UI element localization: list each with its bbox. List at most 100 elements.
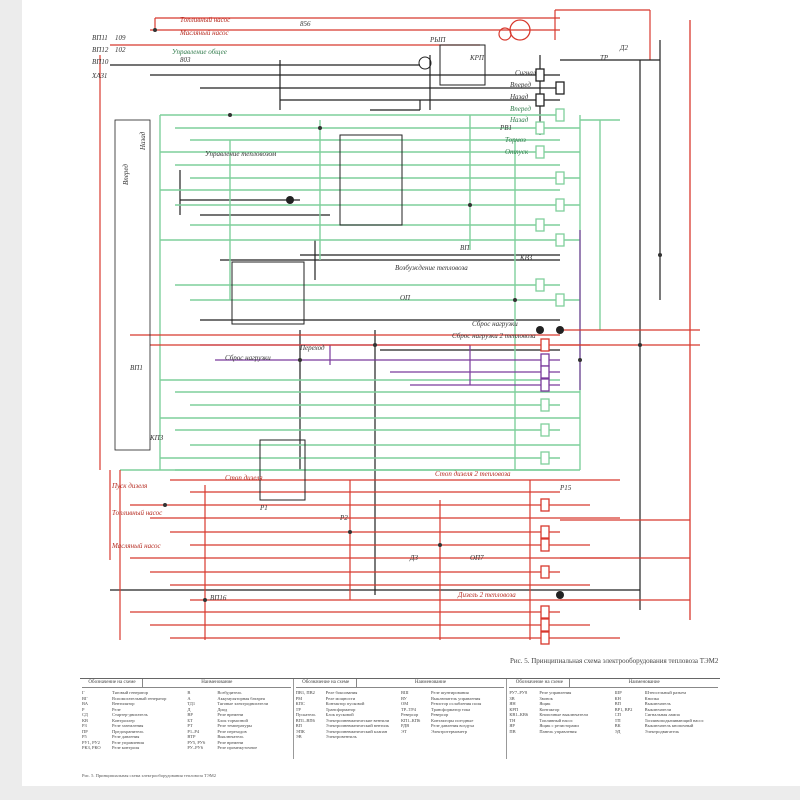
legend-key: РМ: [295, 695, 303, 701]
legend-key: ВР1, ВР2: [614, 706, 633, 712]
wire-number: ТР: [600, 54, 609, 62]
legend-value: Кнопка: [644, 695, 659, 701]
wire-number: ВП: [460, 244, 470, 252]
wire-number: Д2: [619, 44, 628, 52]
lamp-icon: [556, 326, 564, 334]
legend-key: ЯР: [509, 723, 515, 728]
legend-value: Реле давления: [112, 734, 140, 739]
label-reverse-1: Назад: [509, 93, 529, 101]
legend-value: Блок тормозной: [217, 717, 248, 723]
generator-icon: [418, 56, 432, 70]
legend-key: РДВ: [401, 723, 410, 728]
relay-panel: [439, 44, 486, 86]
legend-value: Контактор: [539, 706, 560, 712]
legend-key: ПВ: [509, 728, 516, 734]
relay-coil-icon: [555, 108, 565, 122]
legend-key: ЭТ: [401, 728, 407, 734]
legend-key: ВК: [614, 723, 621, 728]
legend-key: ВА: [82, 701, 88, 706]
legend-key: ВП: [295, 723, 302, 728]
legend-value: Реле переходов: [217, 728, 247, 734]
wire-number: Р1: [259, 504, 268, 512]
wires: [99, 9, 700, 640]
label-load-drop-3: Сброс нагрузки: [225, 354, 271, 362]
legend-value: Электропневматический клапан: [325, 728, 388, 734]
relay-coil-icon: [555, 81, 565, 95]
wiring-schematic: Топливный насос Масляный насос Управлени…: [91, 9, 700, 645]
legend-value: Реле заземления: [112, 723, 144, 728]
legend-value: Панель управления: [539, 728, 577, 734]
lamp-icon: [536, 326, 544, 334]
label-forward-2: Вперед: [510, 105, 531, 113]
label-oil-pump: Масляный насос: [179, 29, 230, 37]
legend-value: Выключатель кнопочный: [644, 723, 694, 728]
legend-value: Трансформатор тока: [431, 706, 471, 712]
wire-number: ОП7: [470, 554, 484, 562]
junction-node: [438, 543, 442, 547]
legend-key: Г: [82, 690, 85, 695]
controller-drum-block: [339, 134, 403, 226]
legend-value: Тяговые электродвигатели: [217, 701, 269, 706]
legend-value: Реле мощности: [325, 695, 356, 701]
relay-coil-icon: [535, 278, 545, 292]
wire-number: ВП16: [210, 594, 227, 602]
legend-key: ВШ: [401, 690, 409, 695]
legend-key: ВГ: [82, 695, 88, 701]
relay-coil-icon: [540, 338, 550, 352]
label-diesel-start: Пуск дизеля: [111, 482, 147, 490]
label-forward-1: Вперед: [510, 81, 531, 89]
legend-key: Реверсор: [401, 712, 419, 717]
legend-value: Реле управления: [112, 739, 144, 745]
label-transition: Переход: [299, 344, 325, 352]
scan-bottom: [0, 786, 800, 800]
legend-value: Кнопочные выключатели: [539, 712, 588, 717]
legend-value: Стартер-двигатель: [112, 712, 148, 717]
legend-key: ВТР: [187, 734, 196, 739]
legend-value-header: Наименование: [414, 680, 447, 685]
legend-key: РУ5, РУ6: [187, 739, 206, 745]
legend-value: Звонок: [539, 695, 553, 701]
junction-node: [153, 28, 157, 32]
legend-key: Пускатель: [295, 712, 316, 717]
label-diesel-stop-2: Стоп дизеля 2 тепловоза: [435, 470, 511, 478]
legend-key: ВР: [187, 712, 193, 717]
relay-coil-icon: [540, 538, 550, 552]
junction-node: [373, 343, 377, 347]
legend-key: ТН: [509, 717, 516, 723]
wire-number: ДЗ: [409, 554, 418, 562]
wire-number: 803: [180, 56, 191, 64]
relay-coil-icon: [540, 423, 550, 437]
wire-number: ВП11: [92, 34, 108, 42]
relay-coil-icon: [535, 145, 545, 159]
label-diesel-stop: Стоп дизеля: [225, 474, 263, 482]
wire-number: РВ1: [499, 124, 512, 132]
junction-node: [578, 358, 582, 362]
legend-key: В: [187, 690, 191, 695]
label-loco-control: Управление тепловозом: [205, 150, 277, 158]
wire-number: ХАЗ1: [91, 72, 107, 80]
lamp-icon: [556, 591, 564, 599]
legend-value: Штепсельный разъем: [644, 690, 687, 695]
wire-number: ВП12: [92, 46, 109, 54]
legend-key: Р5: [82, 734, 87, 739]
junction-node: [228, 113, 232, 117]
wire-number: ВП10: [92, 58, 109, 66]
legend-key: ВП: [614, 701, 621, 706]
figure-caption: Рис. 5. Принципиальная схема электрообор…: [510, 657, 719, 665]
legend-value: Реверсор: [431, 712, 449, 717]
relay-coil-icon: [540, 631, 550, 645]
junction-node: [658, 253, 662, 257]
label-back-left: Назад: [139, 131, 147, 151]
label-forward-left: Вперед: [122, 164, 130, 185]
legend-value: Предохранитель: [112, 728, 144, 734]
label-oil-pump-side: Масляный насос: [111, 542, 162, 550]
legend-value: Контактор пусковой: [325, 701, 365, 706]
legend-key: ЯН: [509, 701, 516, 706]
relay-coil-icon: [535, 68, 545, 82]
legend-key: РУ–РУ6: [187, 745, 203, 750]
legend-key: КП1–КП6: [401, 717, 421, 723]
legend-value: Реле времени: [217, 712, 244, 717]
